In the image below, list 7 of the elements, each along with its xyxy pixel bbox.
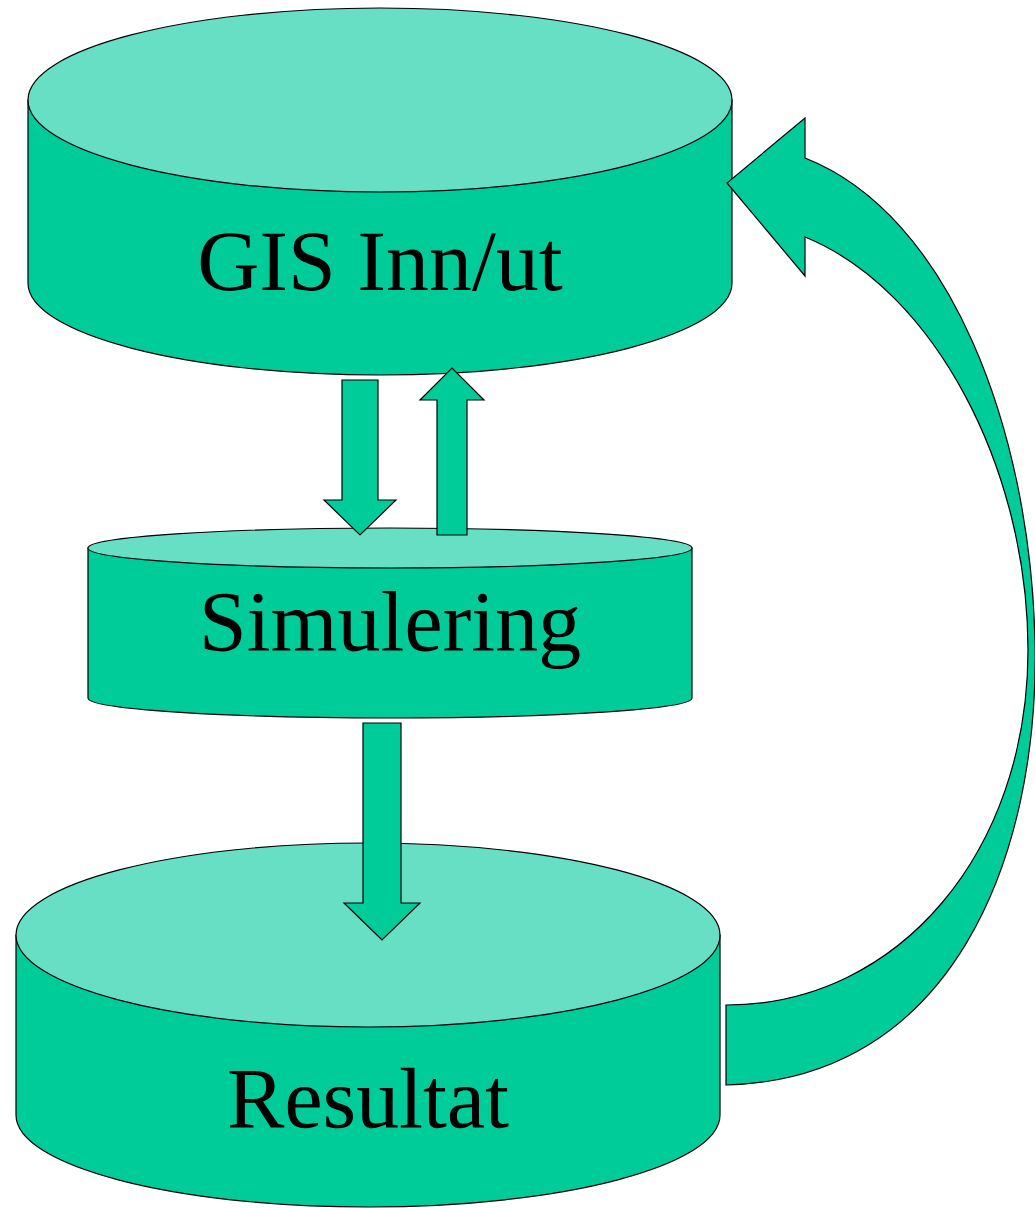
cylinder: GIS Inn/ut bbox=[27, 7, 733, 376]
cylinder: Simulering bbox=[87, 527, 693, 719]
block-arrow bbox=[725, 117, 1035, 1086]
block-arrow bbox=[322, 379, 398, 536]
cylinder: Resultat bbox=[15, 842, 721, 1208]
block-arrow bbox=[342, 722, 422, 941]
block-arrow bbox=[418, 367, 486, 536]
